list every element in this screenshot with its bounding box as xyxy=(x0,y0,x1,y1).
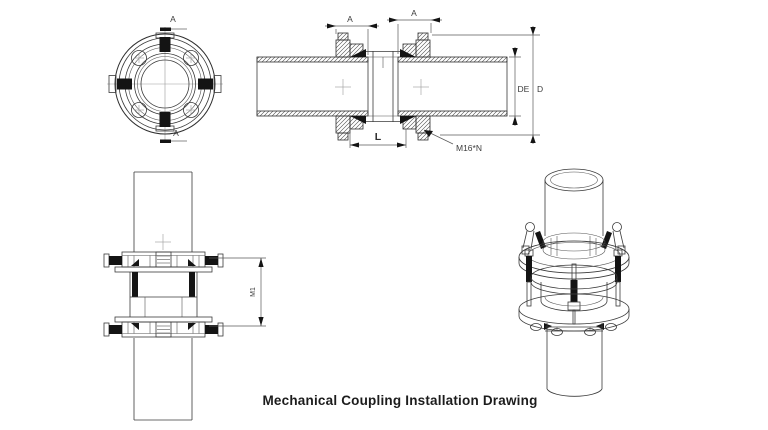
section-bolts xyxy=(108,32,222,132)
section-cut-tick xyxy=(160,139,171,143)
pipe-bore-circle xyxy=(140,59,190,109)
bolt-spec-label: M16*N xyxy=(456,143,482,153)
section-mark-top: A xyxy=(160,14,187,31)
dim-d-label: D xyxy=(537,84,543,94)
section-mark-bottom: A xyxy=(160,128,187,143)
tie-rod-right xyxy=(189,272,195,297)
drawing-title: Mechanical Coupling Installation Drawing xyxy=(262,393,538,408)
pipe-center-mark xyxy=(155,234,171,250)
vertical-pipe-elevation: M1 xyxy=(103,171,266,421)
gasket-wedges xyxy=(350,49,416,124)
top-flange-plate xyxy=(114,266,213,273)
iso-upper-flange xyxy=(518,240,630,280)
section-label-a-top: A xyxy=(170,14,176,24)
coupling-3d-isometric xyxy=(518,168,630,397)
coupling-sleeve xyxy=(362,51,404,122)
gland-top-right xyxy=(402,32,431,58)
vertical-pipe xyxy=(133,171,193,421)
dim-install-height-label: M1 xyxy=(250,287,257,297)
iso-stud-bolts xyxy=(524,249,623,325)
dim-install-height: M1 xyxy=(209,257,266,327)
coupling-front-view: A A xyxy=(107,14,223,143)
bolt-spec-leader: M16*N xyxy=(423,129,482,153)
coupling-outer-ring xyxy=(114,33,216,135)
iso-clamp-ring xyxy=(542,232,606,260)
iso-lower-flange xyxy=(518,293,630,336)
dim-l-label: L xyxy=(375,131,382,143)
gland-top-left xyxy=(335,32,364,58)
left-pipe-section xyxy=(256,56,369,117)
threaded-stud xyxy=(155,321,172,338)
dim-d: D xyxy=(432,26,543,144)
iso-pipe-bottom xyxy=(546,323,603,397)
gland-ring-inner xyxy=(137,56,193,112)
coupling-longitudinal-section: A A L M16*N xyxy=(256,8,543,153)
dim-a-left: A xyxy=(325,14,379,55)
bolt-lugs xyxy=(131,50,199,118)
dim-a-right-label: A xyxy=(411,8,417,18)
dim-de: DE xyxy=(509,47,530,126)
bottom-flange-plate xyxy=(114,316,213,323)
dim-a-left-label: A xyxy=(347,14,353,24)
bottom-gland-band xyxy=(103,321,224,338)
section-label-a-bottom: A xyxy=(173,128,179,138)
coupling-body xyxy=(129,272,198,317)
pipe-center-marks xyxy=(335,79,429,95)
dim-l: L xyxy=(349,129,407,148)
dim-a-right: A xyxy=(387,8,442,54)
section-cut-tick xyxy=(160,27,171,31)
iso-pipe-top xyxy=(544,168,604,236)
tie-rod-left xyxy=(132,272,138,297)
iso-sleeve xyxy=(540,282,608,312)
right-pipe-section xyxy=(397,56,508,117)
dim-de-label: DE xyxy=(518,84,530,94)
top-gland-band xyxy=(103,251,224,268)
